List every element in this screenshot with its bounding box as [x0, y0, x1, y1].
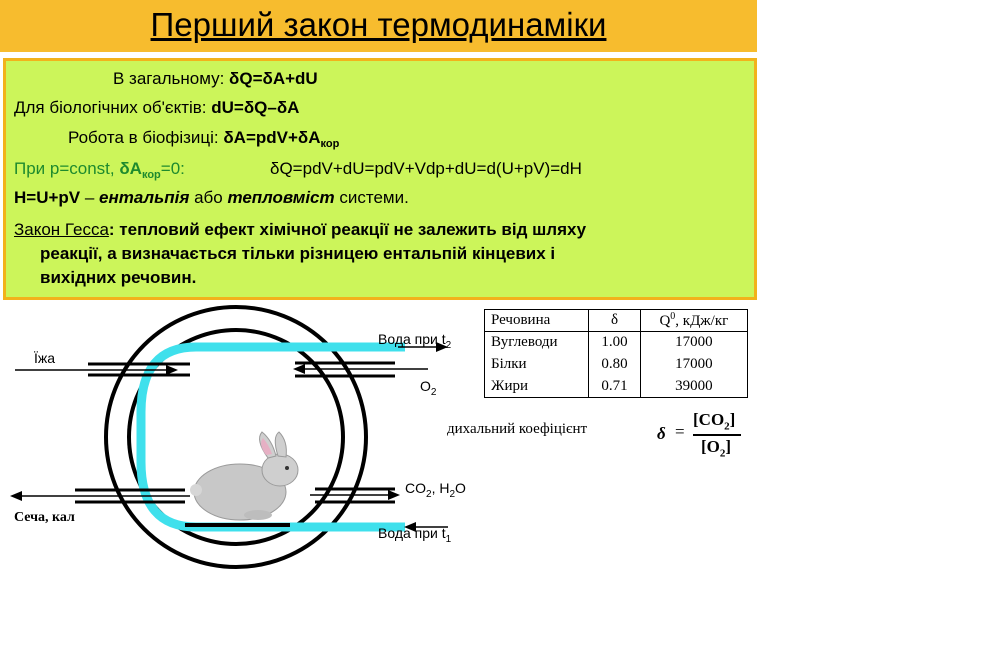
table-row: Жири 0.71 39000: [483, 375, 749, 398]
table-header-q-unit: , кДж/кг: [675, 313, 729, 329]
o2-arrow-head: [293, 364, 305, 374]
table-cell-delta: 1.00: [588, 331, 641, 354]
table-header-q-symbol: Q: [659, 313, 671, 329]
enthalpy-dash: –: [80, 188, 100, 207]
o2-label: O2: [420, 378, 436, 398]
table-row: Вуглеводи 1.00 17000: [483, 331, 749, 354]
table-row: Білки 0.80 17000: [483, 353, 749, 376]
formula-const-sub: кор: [141, 169, 161, 181]
table-header-q: Q0, кДж/кг: [639, 309, 749, 332]
table-cell-q: 39000: [639, 375, 749, 398]
formula-general: В загальному: δQ=δA+dU: [113, 69, 318, 89]
h2o-sub: 2: [449, 488, 456, 500]
formula-const-zero: =0:: [160, 159, 185, 178]
table-header-q-sup: 0: [670, 311, 676, 322]
respiratory-equals: =: [675, 422, 685, 441]
page-title: Перший закон термодинаміки: [150, 6, 607, 43]
table-header-delta: δ: [588, 309, 641, 332]
water-t1-sub: 1: [445, 533, 452, 545]
respiratory-denominator: [O2]: [701, 437, 731, 459]
formula-general-prefix: В загальному:: [113, 69, 230, 88]
table-cell-q: 17000: [639, 353, 749, 376]
o2-text: O: [420, 378, 431, 394]
co2-arrow-head: [388, 490, 400, 500]
hess-law-text2: реакції, а визначається тільки різницею …: [40, 244, 556, 263]
water-t1-arrow-head: [404, 522, 416, 532]
table-cell-name: Жири: [483, 375, 590, 398]
table-header-row: Речовина δ Q0, кДж/кг: [483, 309, 749, 332]
numerator-text: [CO: [693, 410, 725, 429]
respiratory-coefficient-label: дихальний коефіцієнт: [447, 421, 588, 437]
water-t2-arrow-head: [436, 342, 448, 352]
formula-enthalpy: H=U+pV – ентальпія або тепловміст систем…: [14, 188, 409, 208]
formula-bio-prefix: Для біологічних об'єктів:: [14, 98, 212, 117]
formula-bio: Для біологічних об'єктів: dU=δQ–δA: [14, 98, 299, 118]
formula-general-eq: δQ=δA+dU: [229, 69, 318, 88]
co2-sub: 2: [426, 488, 432, 500]
urine-label: Сеча, кал: [14, 510, 75, 525]
title-bar: Перший закон термодинаміки: [0, 0, 757, 52]
table-cell-name: Вуглеводи: [483, 331, 590, 354]
formula-work: Робота в біофізиці: δA=pdV+δAкор: [68, 128, 339, 154]
calorimeter-inner-wall: [127, 328, 345, 546]
formula-const-chain: δQ=pdV+dU=pdV+Vdp+dU=d(U+pV)=dH: [270, 159, 582, 178]
enthalpy-term2: тепловміст: [227, 188, 335, 207]
table-cell-q: 17000: [639, 331, 749, 354]
enthalpy-tail: системи.: [334, 188, 409, 207]
water-t1-text: Вода при t: [378, 525, 446, 541]
h2o-text: , H: [431, 480, 450, 496]
water-pipe: [136, 342, 405, 532]
hess-law-text3: вихідних речовин.: [40, 268, 197, 287]
enthalpy-eq: H=U+pV: [14, 188, 81, 207]
water-t1-label: Вода при t1: [378, 525, 451, 545]
substance-table: Речовина δ Q0, кДж/кг Вуглеводи 1.00 170…: [483, 309, 749, 398]
formula-work-eq: δA=pdV+δA: [223, 128, 321, 147]
water-t2-sub: 2: [445, 339, 452, 351]
food-label: Їжа: [34, 350, 56, 366]
denominator-text: [O: [701, 437, 720, 456]
denominator-close: ]: [725, 437, 732, 456]
h2o-o: O: [455, 480, 466, 496]
table-header-substance: Речовина: [483, 309, 590, 332]
enthalpy-or: або: [189, 188, 228, 207]
hess-law-line3: вихідних речовин.: [40, 268, 196, 288]
respiratory-symbol: δ: [657, 424, 666, 443]
formula-bio-eq: dU=δQ–δA: [211, 98, 300, 117]
formula-box: В загальному: δQ=δA+dU Для біологічних о…: [3, 58, 757, 300]
table-cell-name: Білки: [483, 353, 590, 376]
formula-const: При p=const, δAкор=0:: [14, 159, 185, 185]
denominator-sub: 2: [719, 447, 726, 460]
urine-arrow-head: [10, 491, 22, 501]
formula-work-sub: кор: [320, 138, 340, 150]
co2-text: CO: [405, 480, 426, 496]
co2-label: CO2, H2O: [405, 480, 466, 500]
respiratory-numerator: [CO2]: [693, 410, 735, 432]
rabbit-icon: [190, 431, 299, 521]
table-cell-delta: 0.71: [588, 375, 641, 398]
table-cell-delta: 0.80: [588, 353, 641, 376]
formula-const-da: δA: [119, 159, 142, 178]
fraction-bar: [693, 434, 741, 436]
numerator-sub: 2: [724, 420, 730, 433]
hess-law-label: Закон Гесса: [14, 220, 109, 239]
formula-work-prefix: Робота в біофізиці:: [68, 128, 224, 147]
o2-sub: 2: [430, 386, 437, 398]
food-arrow-head: [166, 365, 178, 375]
calorimeter-outer-wall: [104, 305, 368, 569]
hess-law-text1: : тепловий ефект хімічної реакції не зал…: [108, 220, 587, 239]
hess-law-line2: реакції, а визначається тільки різницею …: [40, 244, 555, 264]
numerator-close: ]: [729, 410, 736, 429]
calorimeter-diagram: [10, 305, 448, 569]
formula-const-prefix: При p=const,: [14, 159, 120, 178]
hess-law-line1: Закон Гесса: тепловий ефект хімічної реа…: [14, 220, 586, 240]
enthalpy-term: ентальпія: [99, 188, 190, 207]
water-t2-text: Вода при t: [378, 331, 446, 347]
water-t2-label: Вода при t2: [378, 331, 451, 351]
